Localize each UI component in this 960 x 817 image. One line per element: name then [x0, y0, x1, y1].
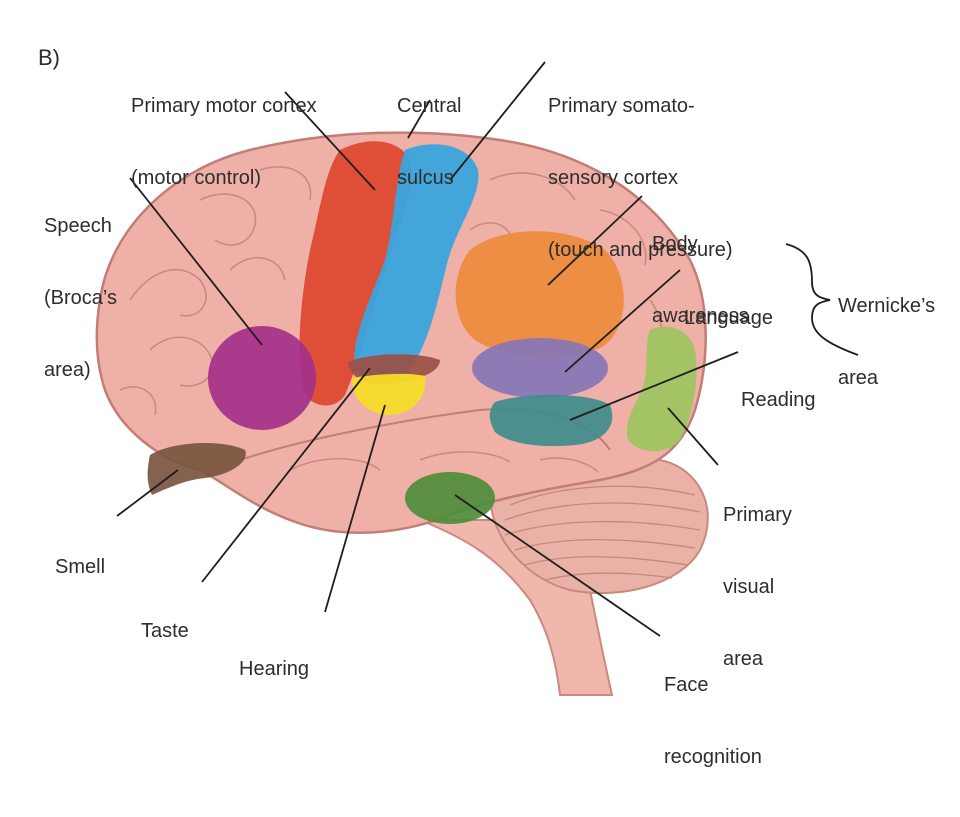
- label-primary-motor-cortex: Primary motor cortex (motor control): [131, 95, 317, 189]
- reading-region: [489, 394, 613, 447]
- brain-function-diagram: B) Primary motor cortex (motor control) …: [38, 45, 936, 768]
- smell-region: [147, 443, 246, 495]
- leader-line-hearing: [324, 404, 386, 613]
- label-wernickes-area: Wernicke’s area: [838, 295, 936, 389]
- primary-motor-cortex-region: [299, 141, 412, 406]
- leader-line-motor: [284, 91, 376, 191]
- wernicke-brace: [785, 243, 859, 356]
- panel-label: B): [38, 45, 60, 70]
- label-speech: Speech (Broca’s area): [44, 215, 117, 381]
- leader-line-reading: [569, 351, 739, 421]
- language-region: [472, 338, 608, 398]
- label-body-awareness: Body awareness: [652, 233, 749, 327]
- leader-line-visual: [667, 407, 719, 466]
- brain-illustration: [95, 61, 859, 696]
- leader-line-central-sulcus: [407, 99, 431, 139]
- brocas-area-region: [208, 326, 316, 430]
- label-taste: Taste: [141, 620, 189, 642]
- label-smell: Smell: [55, 556, 106, 578]
- label-central-sulcus: Central sulcus: [397, 95, 462, 189]
- leader-line-taste: [201, 367, 371, 583]
- label-face-recognition: Face recognition: [664, 674, 762, 768]
- leader-line-somatosensory: [449, 61, 546, 181]
- taste-region: [352, 373, 426, 415]
- label-primary-visual-area: Primary visual area: [723, 504, 792, 670]
- label-primary-somatosensory-cortex: Primary somato- sensory cortex (touch an…: [548, 95, 733, 261]
- label-reading: Reading: [741, 389, 816, 411]
- leader-line-face: [454, 494, 661, 637]
- label-language: Language: [684, 307, 773, 329]
- label-hearing: Hearing: [239, 658, 310, 680]
- cerebellum-folia: [504, 485, 701, 581]
- body-awareness-region: [455, 231, 624, 358]
- leader-lines: [116, 61, 859, 637]
- primary-somatosensory-region: [354, 144, 479, 382]
- leader-line-smell: [116, 469, 179, 517]
- leader-line-body-awareness: [547, 195, 643, 286]
- leader-line-language: [564, 269, 681, 373]
- face-recognition-region: [405, 472, 495, 524]
- leader-line-speech: [129, 177, 263, 346]
